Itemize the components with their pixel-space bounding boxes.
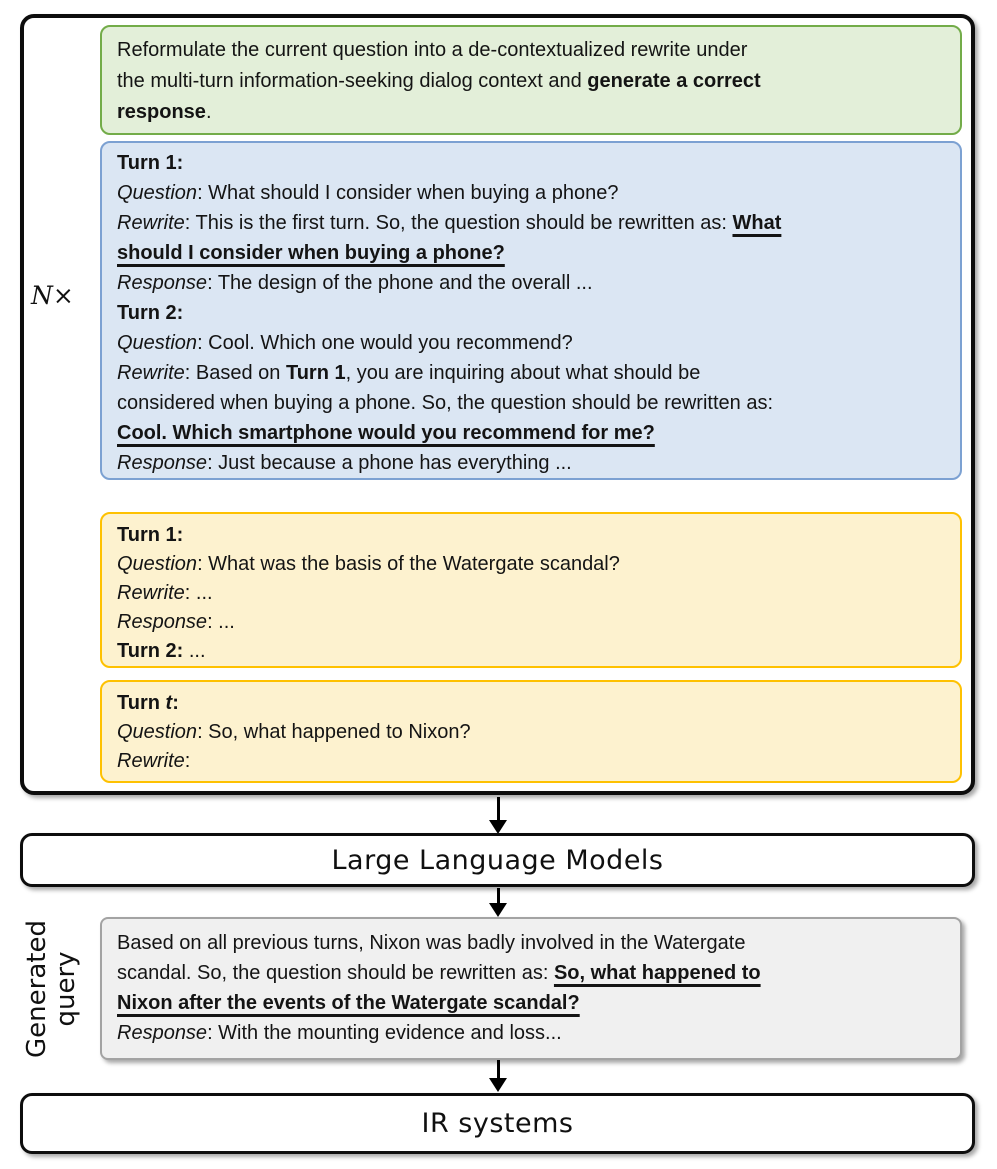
text-segment: scandal. So, the question should be rewr… xyxy=(117,962,554,984)
text-segment: the multi-turn information-seeking dialo… xyxy=(117,70,588,92)
text-segment: So, what happened to xyxy=(553,962,761,984)
generated-query-box: Based on all previous turns, Nixon was b… xyxy=(100,917,962,1060)
arrow-down-line xyxy=(497,1060,500,1079)
text-line: Response: ... xyxy=(117,608,945,637)
text-segment: Reformulate the current question into a … xyxy=(117,39,748,61)
text-segment: Rewrite xyxy=(117,750,185,772)
text-segment: Response xyxy=(117,1022,208,1044)
text-line: considered when buying a phone. So, the … xyxy=(117,388,945,418)
demonstration-box: Turn 1:Question: What should I consider … xyxy=(100,141,962,480)
text-segment: t xyxy=(165,692,173,714)
text-line: Cool. Which smartphone would you recomme… xyxy=(117,418,945,448)
text-line: Rewrite: ... xyxy=(117,579,945,608)
arrow-down-head xyxy=(489,1078,507,1092)
text-line: Turn 2: ... xyxy=(117,637,945,666)
text-segment: : ... xyxy=(184,582,213,604)
text-segment: Question xyxy=(117,182,198,204)
text-segment: : So, what happened to Nixon? xyxy=(197,721,471,743)
text-segment: : What should I consider when buying a p… xyxy=(197,182,619,204)
text-line: Question: What was the basis of the Wate… xyxy=(117,550,945,579)
ir-systems-box-label: IR systems xyxy=(421,1108,574,1139)
instruction-box: Reformulate the current question into a … xyxy=(100,25,962,135)
text-segment: Turn 1: xyxy=(117,524,184,546)
text-segment: : Based on xyxy=(184,362,286,384)
text-line: Response: The design of the phone and th… xyxy=(117,268,945,298)
text-segment: : The design of the phone and the overal… xyxy=(207,272,593,294)
text-line: Turn 1: xyxy=(117,148,945,178)
arrow-down-head xyxy=(489,820,507,834)
text-segment: : Just because a phone has everything ..… xyxy=(207,452,572,474)
text-segment: query xyxy=(51,950,81,1027)
arrow-down-line xyxy=(497,797,500,821)
llm-box: Large Language Models xyxy=(20,833,975,887)
text-segment: Response xyxy=(117,272,208,294)
text-segment: Rewrite xyxy=(117,362,185,384)
text-segment: ... xyxy=(183,640,206,662)
example-box-previous-turns: Turn 1: Question: What was the basis of t… xyxy=(100,512,962,668)
text-segment: Question xyxy=(117,332,198,354)
text-line: Response: Just because a phone has every… xyxy=(117,448,945,478)
text-line: Nixon after the events of the Watergate … xyxy=(117,988,945,1018)
text-line: the multi-turn information-seeking dialo… xyxy=(117,66,945,97)
text-line: Generated xyxy=(22,919,52,1058)
text-segment: Response xyxy=(117,611,208,633)
text-line: Rewrite: xyxy=(117,747,945,776)
text-segment: Turn 1 xyxy=(285,362,346,384)
text-segment: : ... xyxy=(207,611,235,633)
text-line: Turn t: xyxy=(117,689,945,718)
text-segment: : This is the first turn. So, the questi… xyxy=(184,212,733,234)
text-segment: : With the mounting evidence and loss... xyxy=(207,1022,562,1044)
text-line: Rewrite: This is the first turn. So, the… xyxy=(117,208,945,238)
text-segment: What xyxy=(732,212,782,234)
arrow-down-line xyxy=(497,888,500,905)
text-segment: Question xyxy=(117,553,198,575)
arrow-down-head xyxy=(489,903,507,917)
text-segment: : Cool. Which one would you recommend? xyxy=(197,332,573,354)
text-segment: . xyxy=(205,101,212,123)
text-line: Question: So, what happened to Nixon? xyxy=(117,718,945,747)
example-box-current-turn: Turn t:Question: So, what happened to Ni… xyxy=(100,680,962,783)
text-segment: should I consider when buying a phone? xyxy=(117,242,505,264)
text-segment: : xyxy=(172,692,179,714)
text-segment: Generated xyxy=(22,919,52,1058)
text-segment: : xyxy=(184,750,191,772)
text-segment: Turn 1: xyxy=(117,152,184,174)
text-line: response. xyxy=(117,97,945,128)
text-segment: response xyxy=(117,101,206,123)
text-segment: generate a correct xyxy=(587,70,761,92)
text-line: Reformulate the current question into a … xyxy=(117,35,945,66)
text-line: query xyxy=(51,920,81,1058)
text-segment: : What was the basis of the Watergate sc… xyxy=(197,553,620,575)
text-segment: Turn 2: xyxy=(117,302,184,324)
text-segment: Question xyxy=(117,721,198,743)
ir-systems-box: IR systems xyxy=(20,1093,975,1154)
text-line: Turn 1: xyxy=(117,521,945,550)
text-segment: Based on all previous turns, Nixon was b… xyxy=(117,932,746,954)
text-line: Turn 2: xyxy=(117,298,945,328)
text-segment: Turn xyxy=(117,692,166,714)
text-line: scandal. So, the question should be rewr… xyxy=(117,958,945,988)
text-line: Response: With the mounting evidence and… xyxy=(117,1018,945,1048)
text-segment: Rewrite xyxy=(117,212,185,234)
llm-box-label: Large Language Models xyxy=(331,844,664,876)
text-segment: Cool. Which smartphone would you recomme… xyxy=(117,422,655,444)
text-line: Based on all previous turns, Nixon was b… xyxy=(117,928,945,958)
text-segment: Response xyxy=(117,452,208,474)
text-line: Rewrite: Based on Turn 1, you are inquir… xyxy=(117,358,945,388)
text-line: Question: Cool. Which one would you reco… xyxy=(117,328,945,358)
text-segment: considered when buying a phone. So, the … xyxy=(117,392,773,414)
text-segment: Turn 2: xyxy=(117,640,184,662)
text-segment: Rewrite xyxy=(117,582,185,604)
text-segment: , you are inquiring about what should be xyxy=(345,362,701,384)
text-line: should I consider when buying a phone? xyxy=(117,238,945,268)
repeat-count-label: N× xyxy=(31,281,74,310)
text-line: Question: What should I consider when bu… xyxy=(117,178,945,208)
text-segment: Nixon after the events of the Watergate … xyxy=(117,992,580,1014)
